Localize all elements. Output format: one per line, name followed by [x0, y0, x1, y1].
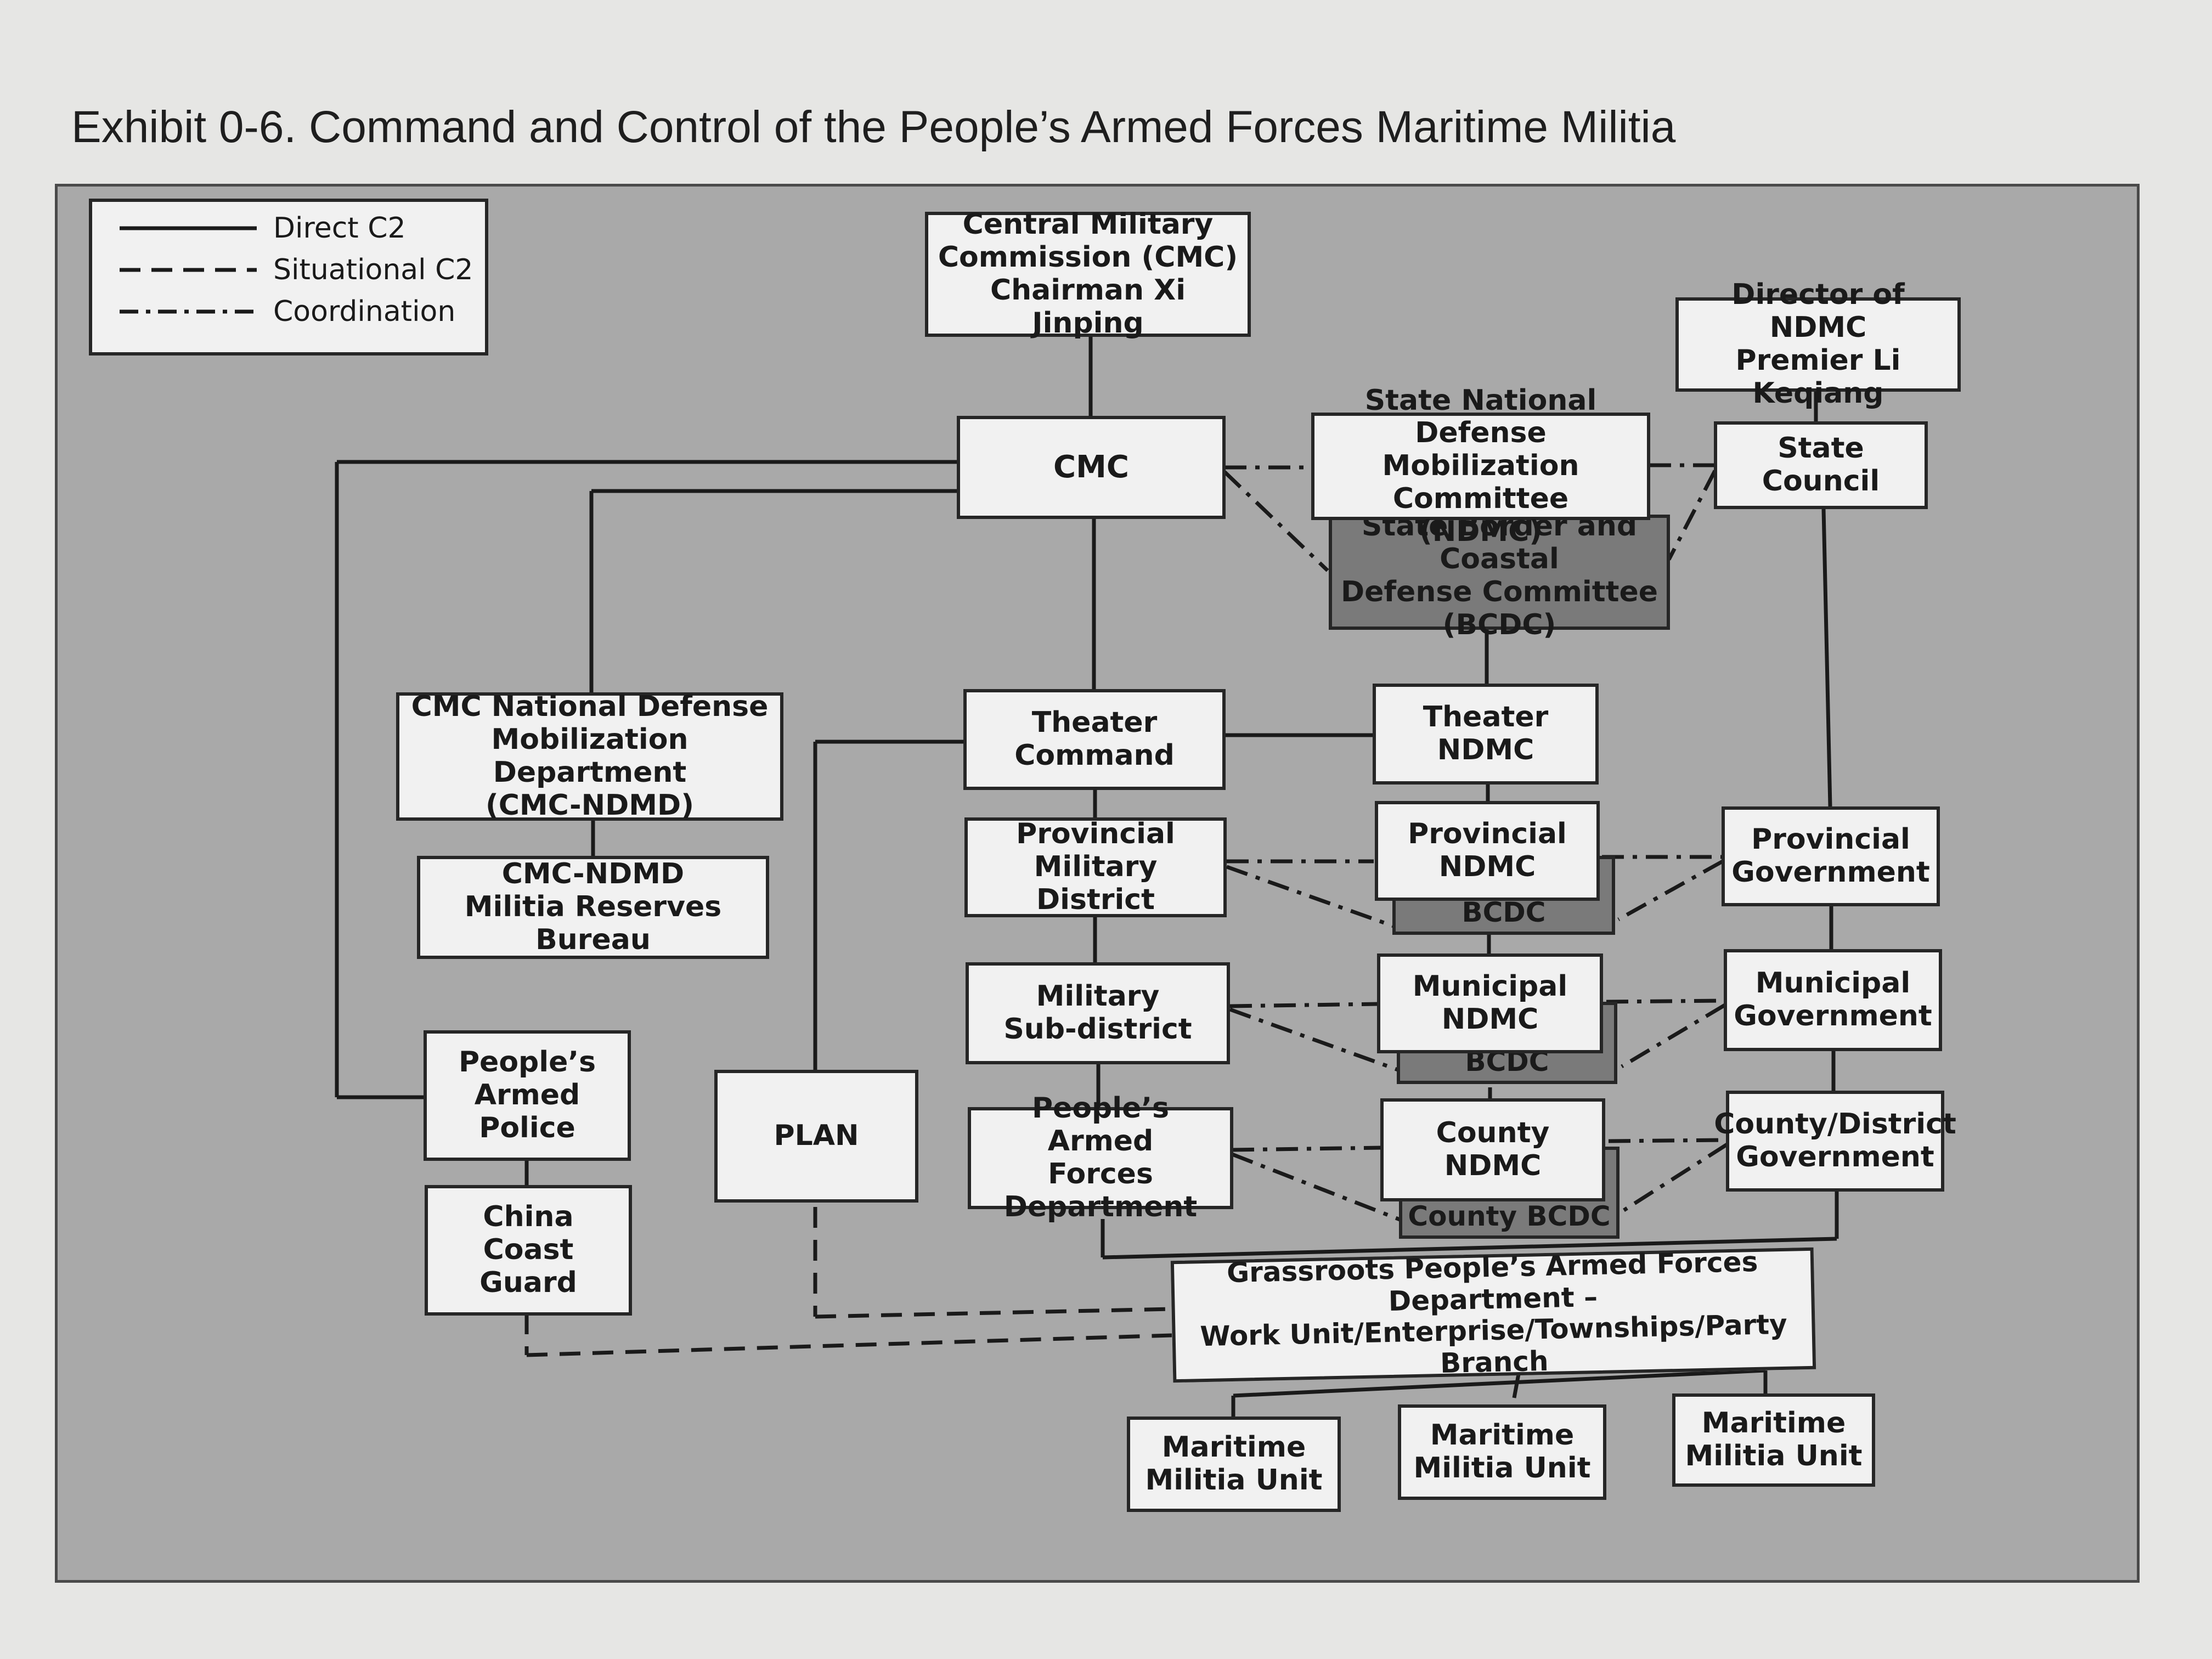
node-cmc-ndmd: CMC National Defense Mobilization Depart… [396, 691, 783, 822]
node-state-ndmc: State National Defense Mobilization Comm… [1311, 384, 1650, 548]
node-maritime-militia-unit-3: Maritime Militia Unit [1672, 1393, 1875, 1487]
node-maritime-militia-unit-1: Maritime Militia Unit [1127, 1417, 1341, 1512]
legend-direct-label: Direct C2 [273, 212, 406, 245]
legend: Direct C2 Situational C2 Coordination [89, 199, 488, 356]
node-county-ndmc: County NDMC [1380, 1098, 1605, 1201]
node-municipal-ndmc: Municipal NDMC [1377, 953, 1603, 1053]
node-plan: PLAN [714, 1070, 918, 1203]
solid-line-swatch [120, 226, 257, 230]
node-ndmc-director: Director of NDMC Premier Li Keqiang [1675, 279, 1961, 410]
node-provincial-military-district: Provincial Military District [964, 817, 1227, 917]
node-militia-reserves-bureau: CMC-NDMD Militia Reserves Bureau [417, 856, 769, 959]
node-peoples-armed-police: People’s Armed Police [424, 1030, 631, 1161]
node-maritime-militia-unit-2: Maritime Militia Unit [1398, 1404, 1606, 1500]
node-municipal-government: Municipal Government [1724, 949, 1942, 1051]
node-county-district-government: County/District Government [1714, 1091, 1956, 1192]
node-military-subdistrict: Military Sub-district [966, 962, 1230, 1064]
node-state-bcdc: State Border and Coastal Defense Committ… [1329, 510, 1670, 641]
node-peoples-armed-forces-department: People’s Armed Forces Department [968, 1092, 1233, 1223]
node-cmc: CMC [957, 416, 1226, 519]
node-provincial-ndmc: Provincial NDMC [1375, 801, 1600, 901]
legend-coordination-label: Coordination [273, 295, 456, 328]
legend-coordination: Coordination [120, 295, 455, 328]
node-theater-ndmc: Theater NDMC [1373, 684, 1599, 785]
node-grassroots-pafd: Grassroots People’s Armed Forces Departm… [1170, 1246, 1816, 1383]
legend-direct: Direct C2 [120, 212, 406, 245]
node-state-council: State Council [1714, 421, 1928, 509]
legend-situational: Situational C2 [120, 253, 473, 286]
exhibit-title: Exhibit 0-6. Command and Control of the … [71, 102, 1676, 152]
node-china-coast-guard: China Coast Guard [425, 1185, 632, 1316]
node-cmc-chairman: Central Military Commission (CMC) Chairm… [925, 208, 1251, 340]
dashed-line-swatch [120, 268, 257, 272]
coordination-lines [1223, 463, 1728, 1222]
node-theater-command: Theater Command [963, 689, 1226, 790]
dash-dot-line-swatch [120, 309, 257, 314]
direct-c2-lines [335, 336, 1839, 1417]
node-provincial-government: Provincial Government [1722, 806, 1940, 906]
legend-situational-label: Situational C2 [273, 253, 473, 286]
situational-c2-lines [524, 1207, 1172, 1357]
